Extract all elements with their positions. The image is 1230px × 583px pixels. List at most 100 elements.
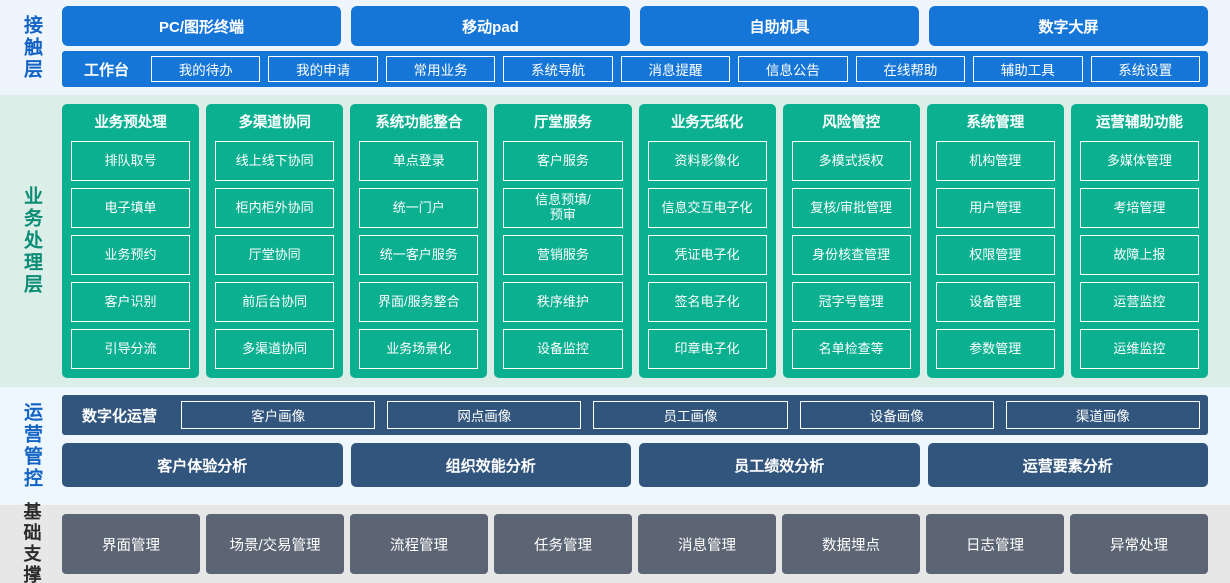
foundation-item-scenario-txn-mgmt[interactable]: 场景/交易管理 (206, 514, 344, 574)
workbench-item-my-request[interactable]: 我的申请 (268, 56, 378, 82)
business-item-unified-portal[interactable]: 统一门户 (359, 188, 479, 228)
contact-layer-label-text: 接触层 (20, 14, 42, 81)
business-item-org-management[interactable]: 机构管理 (935, 141, 1055, 181)
foundation-item-message-management[interactable]: 消息管理 (638, 514, 776, 574)
channel-button-big-screen[interactable]: 数字大屏 (929, 6, 1208, 46)
channel-row: PC/图形终端 移动pad 自助机具 数字大屏 (62, 6, 1208, 46)
business-column-operation-support: 运营辅助功能 多媒体管理 考培管理 故障上报 运营监控 运维监控 (1070, 104, 1208, 378)
business-item-review-approval[interactable]: 复核/审批管理 (791, 188, 911, 228)
business-item-marketing-service[interactable]: 营销服务 (503, 235, 623, 275)
business-item-queue-ticket[interactable]: 排队取号 (71, 141, 191, 181)
contact-layer-body: PC/图形终端 移动pad 自助机具 数字大屏 工作台 我的待办 我的申请 常用… (62, 0, 1230, 95)
workbench-item-aux-tools[interactable]: 辅助工具 (973, 56, 1083, 82)
contact-layer-label: 接触层 (0, 0, 62, 95)
foundation-item-data-tracking[interactable]: 数据埋点 (782, 514, 920, 574)
operations-layer-body: 数字化运营 客户画像 网点画像 员工画像 设备画像 渠道画像 客户体验分析 组织… (62, 387, 1230, 505)
workbench-item-system-nav[interactable]: 系统导航 (503, 56, 613, 82)
workbench-item-announcement[interactable]: 信息公告 (738, 56, 848, 82)
business-item-scenario-based[interactable]: 业务场景化 (359, 329, 479, 369)
business-column-title: 风险管控 (822, 115, 881, 131)
portrait-item-customer[interactable]: 客户画像 (181, 401, 376, 429)
business-item-watchlist-check[interactable]: 名单检查等 (791, 329, 911, 369)
business-item-multimode-auth[interactable]: 多模式授权 (791, 141, 911, 181)
operations-layer-label-text: 运营管控 (20, 402, 42, 490)
foundation-layer: 基础支撑 界面管理 场景/交易管理 流程管理 任务管理 消息管理 数据埋点 日志… (0, 502, 1230, 583)
business-item-maintenance-monitor[interactable]: 运维监控 (1079, 329, 1199, 369)
operations-layer: 运营管控 数字化运营 客户画像 网点画像 员工画像 设备画像 渠道画像 客户体验… (0, 387, 1230, 505)
business-item-unified-customer-svc[interactable]: 统一客户服务 (359, 235, 479, 275)
business-item-order-maintenance[interactable]: 秩序维护 (503, 282, 623, 322)
contact-layer: 接触层 PC/图形终端 移动pad 自助机具 数字大屏 工作台 我的待办 我的申… (0, 0, 1230, 95)
foundation-layer-label: 基础支撑 (0, 502, 62, 583)
business-column-title: 厅堂服务 (533, 115, 592, 131)
portrait-item-branch[interactable]: 网点画像 (387, 401, 582, 429)
operations-layer-label: 运营管控 (0, 387, 62, 505)
business-item-sso[interactable]: 单点登录 (359, 141, 479, 181)
portrait-item-employee[interactable]: 员工画像 (593, 401, 788, 429)
foundation-item-task-management[interactable]: 任务管理 (494, 514, 632, 574)
business-column-lobby-service: 厅堂服务 客户服务 信息预填/ 预审 营销服务 秩序维护 设备监控 (494, 104, 632, 378)
foundation-item-process-management[interactable]: 流程管理 (350, 514, 488, 574)
business-item-user-management[interactable]: 用户管理 (935, 188, 1055, 228)
foundation-layer-body: 界面管理 场景/交易管理 流程管理 任务管理 消息管理 数据埋点 日志管理 异常… (62, 505, 1230, 583)
business-item-inside-outside-collab[interactable]: 柜内柜外协同 (215, 188, 335, 228)
business-item-operation-monitor[interactable]: 运营监控 (1079, 282, 1199, 322)
business-item-multimedia-mgmt[interactable]: 多媒体管理 (1079, 141, 1199, 181)
business-item-serial-number-mgmt[interactable]: 冠字号管理 (791, 282, 911, 322)
business-item-seal-e[interactable]: 印章电子化 (647, 329, 767, 369)
analysis-item-operation-factors[interactable]: 运营要素分析 (927, 443, 1208, 487)
business-column-risk-control: 风险管控 多模式授权 复核/审批管理 身份核查管理 冠字号管理 名单检查等 (782, 104, 920, 378)
business-layer-body: 业务预处理 排队取号 电子填单 业务预约 客户识别 引导分流 多渠道协同 线上线… (62, 95, 1230, 387)
business-item-voucher-e[interactable]: 凭证电子化 (647, 235, 767, 275)
business-column-system-management: 系统管理 机构管理 用户管理 权限管理 设备管理 参数管理 (926, 104, 1064, 378)
workbench-item-common-biz[interactable]: 常用业务 (385, 56, 496, 82)
business-item-e-form[interactable]: 电子填单 (71, 188, 191, 228)
foundation-item-exception-handling[interactable]: 异常处理 (1070, 514, 1208, 574)
business-item-customer-service[interactable]: 客户服务 (503, 141, 623, 181)
business-item-prefill-prereview[interactable]: 信息预填/ 预审 (503, 188, 623, 228)
digital-operations-row: 数字化运营 客户画像 网点画像 员工画像 设备画像 渠道画像 (62, 395, 1208, 435)
business-item-device-monitoring[interactable]: 设备监控 (503, 329, 623, 369)
business-column-paperless: 业务无纸化 资料影像化 信息交互电子化 凭证电子化 签名电子化 印章电子化 (638, 104, 776, 378)
portrait-item-device[interactable]: 设备画像 (799, 401, 994, 429)
business-item-appointment[interactable]: 业务预约 (71, 235, 191, 275)
channel-button-pc[interactable]: PC/图形终端 (62, 6, 341, 46)
business-layer-label: 业务处理层 (0, 95, 62, 387)
business-column-title: 多渠道协同 (238, 115, 311, 131)
analysis-item-customer-experience[interactable]: 客户体验分析 (62, 443, 343, 487)
channel-button-kiosk[interactable]: 自助机具 (640, 6, 919, 46)
foundation-item-ui-management[interactable]: 界面管理 (62, 514, 200, 574)
workbench-item-notification[interactable]: 消息提醒 (620, 56, 731, 82)
business-item-ui-service-integration[interactable]: 界面/服务整合 (359, 282, 479, 322)
business-item-identity-verify[interactable]: 身份核查管理 (791, 235, 911, 275)
business-column-preprocessing: 业务预处理 排队取号 电子填单 业务预约 客户识别 引导分流 (62, 104, 200, 378)
foundation-item-log-management[interactable]: 日志管理 (926, 514, 1064, 574)
portrait-item-channel[interactable]: 渠道画像 (1005, 401, 1201, 429)
business-item-info-exchange-e[interactable]: 信息交互电子化 (647, 188, 767, 228)
business-item-document-imaging[interactable]: 资料影像化 (647, 141, 767, 181)
business-item-online-offline-collab[interactable]: 线上线下协同 (215, 141, 335, 181)
workbench-item-settings[interactable]: 系统设置 (1090, 56, 1200, 82)
business-item-multichannel-collab[interactable]: 多渠道协同 (215, 329, 335, 369)
business-item-fault-report[interactable]: 故障上报 (1079, 235, 1199, 275)
business-column-title: 系统功能整合 (375, 115, 463, 131)
workbench-item-my-todo[interactable]: 我的待办 (151, 56, 261, 82)
business-column-system-integration: 系统功能整合 单点登录 统一门户 统一客户服务 界面/服务整合 业务场景化 (350, 104, 488, 378)
business-item-front-back-collab[interactable]: 前后台协同 (215, 282, 335, 322)
business-item-signature-e[interactable]: 签名电子化 (647, 282, 767, 322)
business-column-title: 运营辅助功能 (1095, 115, 1183, 131)
business-item-guide-diversion[interactable]: 引导分流 (71, 329, 191, 369)
business-item-training-mgmt[interactable]: 考培管理 (1079, 188, 1199, 228)
workbench-row: 工作台 我的待办 我的申请 常用业务 系统导航 消息提醒 信息公告 在线帮助 辅… (62, 51, 1208, 87)
business-item-device-management[interactable]: 设备管理 (935, 282, 1055, 322)
analysis-row: 客户体验分析 组织效能分析 员工绩效分析 运营要素分析 (62, 443, 1208, 487)
business-item-permission-mgmt[interactable]: 权限管理 (935, 235, 1055, 275)
business-item-parameter-mgmt[interactable]: 参数管理 (935, 329, 1055, 369)
analysis-item-org-efficiency[interactable]: 组织效能分析 (350, 443, 631, 487)
channel-button-mobile-pad[interactable]: 移动pad (351, 6, 630, 46)
workbench-item-online-help[interactable]: 在线帮助 (855, 56, 966, 82)
business-layer-label-text: 业务处理层 (20, 186, 42, 296)
analysis-item-employee-performance[interactable]: 员工绩效分析 (639, 443, 920, 487)
business-item-customer-id[interactable]: 客户识别 (71, 282, 191, 322)
business-item-lobby-collab[interactable]: 厅堂协同 (215, 235, 335, 275)
